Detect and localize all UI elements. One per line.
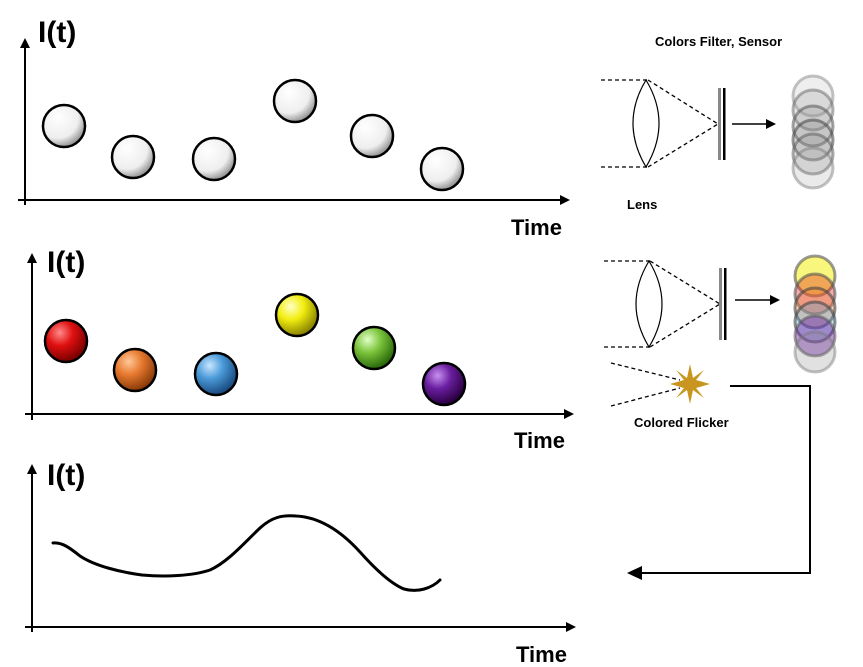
panel-2-x-label: Time xyxy=(514,428,565,453)
sensor-1 xyxy=(723,88,726,160)
panel-1: I(t) Time xyxy=(18,16,570,240)
ball-white-2 xyxy=(110,134,156,180)
intensity-curve xyxy=(51,514,442,592)
colored-stack xyxy=(793,254,837,374)
flicker-ray-2 xyxy=(610,387,681,407)
panel-2-balls xyxy=(43,292,467,407)
color-filter-1 xyxy=(718,88,721,160)
panel-3: I(t) Time xyxy=(25,459,576,667)
ball-white-3 xyxy=(191,136,237,182)
sensor-2 xyxy=(724,268,727,340)
ball-red xyxy=(43,318,89,364)
lens-2 xyxy=(635,259,663,349)
panel-2-y-label: I(t) xyxy=(47,246,85,279)
flicker-connector-arrowhead xyxy=(627,566,642,580)
ball-white-1 xyxy=(41,103,87,149)
panel-1-y-label: I(t) xyxy=(38,16,76,49)
lens-label: Lens xyxy=(627,197,657,212)
ball-orange xyxy=(112,347,158,393)
gray-stack xyxy=(791,74,835,190)
ball-blue xyxy=(193,351,239,397)
ball-white-4 xyxy=(272,78,318,124)
ball-green xyxy=(351,325,397,371)
flicker-connector xyxy=(627,385,811,580)
ball-white-6 xyxy=(419,146,465,192)
camera-diagram-1: Colors Filter, Sensor Lens xyxy=(601,34,835,212)
panel-1-balls xyxy=(41,78,465,192)
lens-1 xyxy=(632,78,660,169)
color-filter-2 xyxy=(719,268,722,340)
ball-purple xyxy=(421,361,467,407)
focus-ray-bottom-2 xyxy=(649,303,721,348)
flicker-ray-1 xyxy=(610,362,681,381)
panel-3-y-label: I(t) xyxy=(47,459,85,492)
ball-white-5 xyxy=(349,113,395,159)
filter-sensor-label: Colors Filter, Sensor xyxy=(655,34,782,49)
focus-ray-top-2 xyxy=(649,260,721,305)
panel-3-x-label: Time xyxy=(516,642,567,667)
flicker-star-icon xyxy=(670,364,710,404)
camera-diagram-2: Colored Flicker xyxy=(604,254,837,430)
flicker-label: Colored Flicker xyxy=(634,415,729,430)
panel-2: I(t) Time xyxy=(25,246,574,453)
ball-yellow xyxy=(274,292,320,338)
flicker-connector-line xyxy=(640,385,811,574)
panel-1-x-label: Time xyxy=(511,215,562,240)
